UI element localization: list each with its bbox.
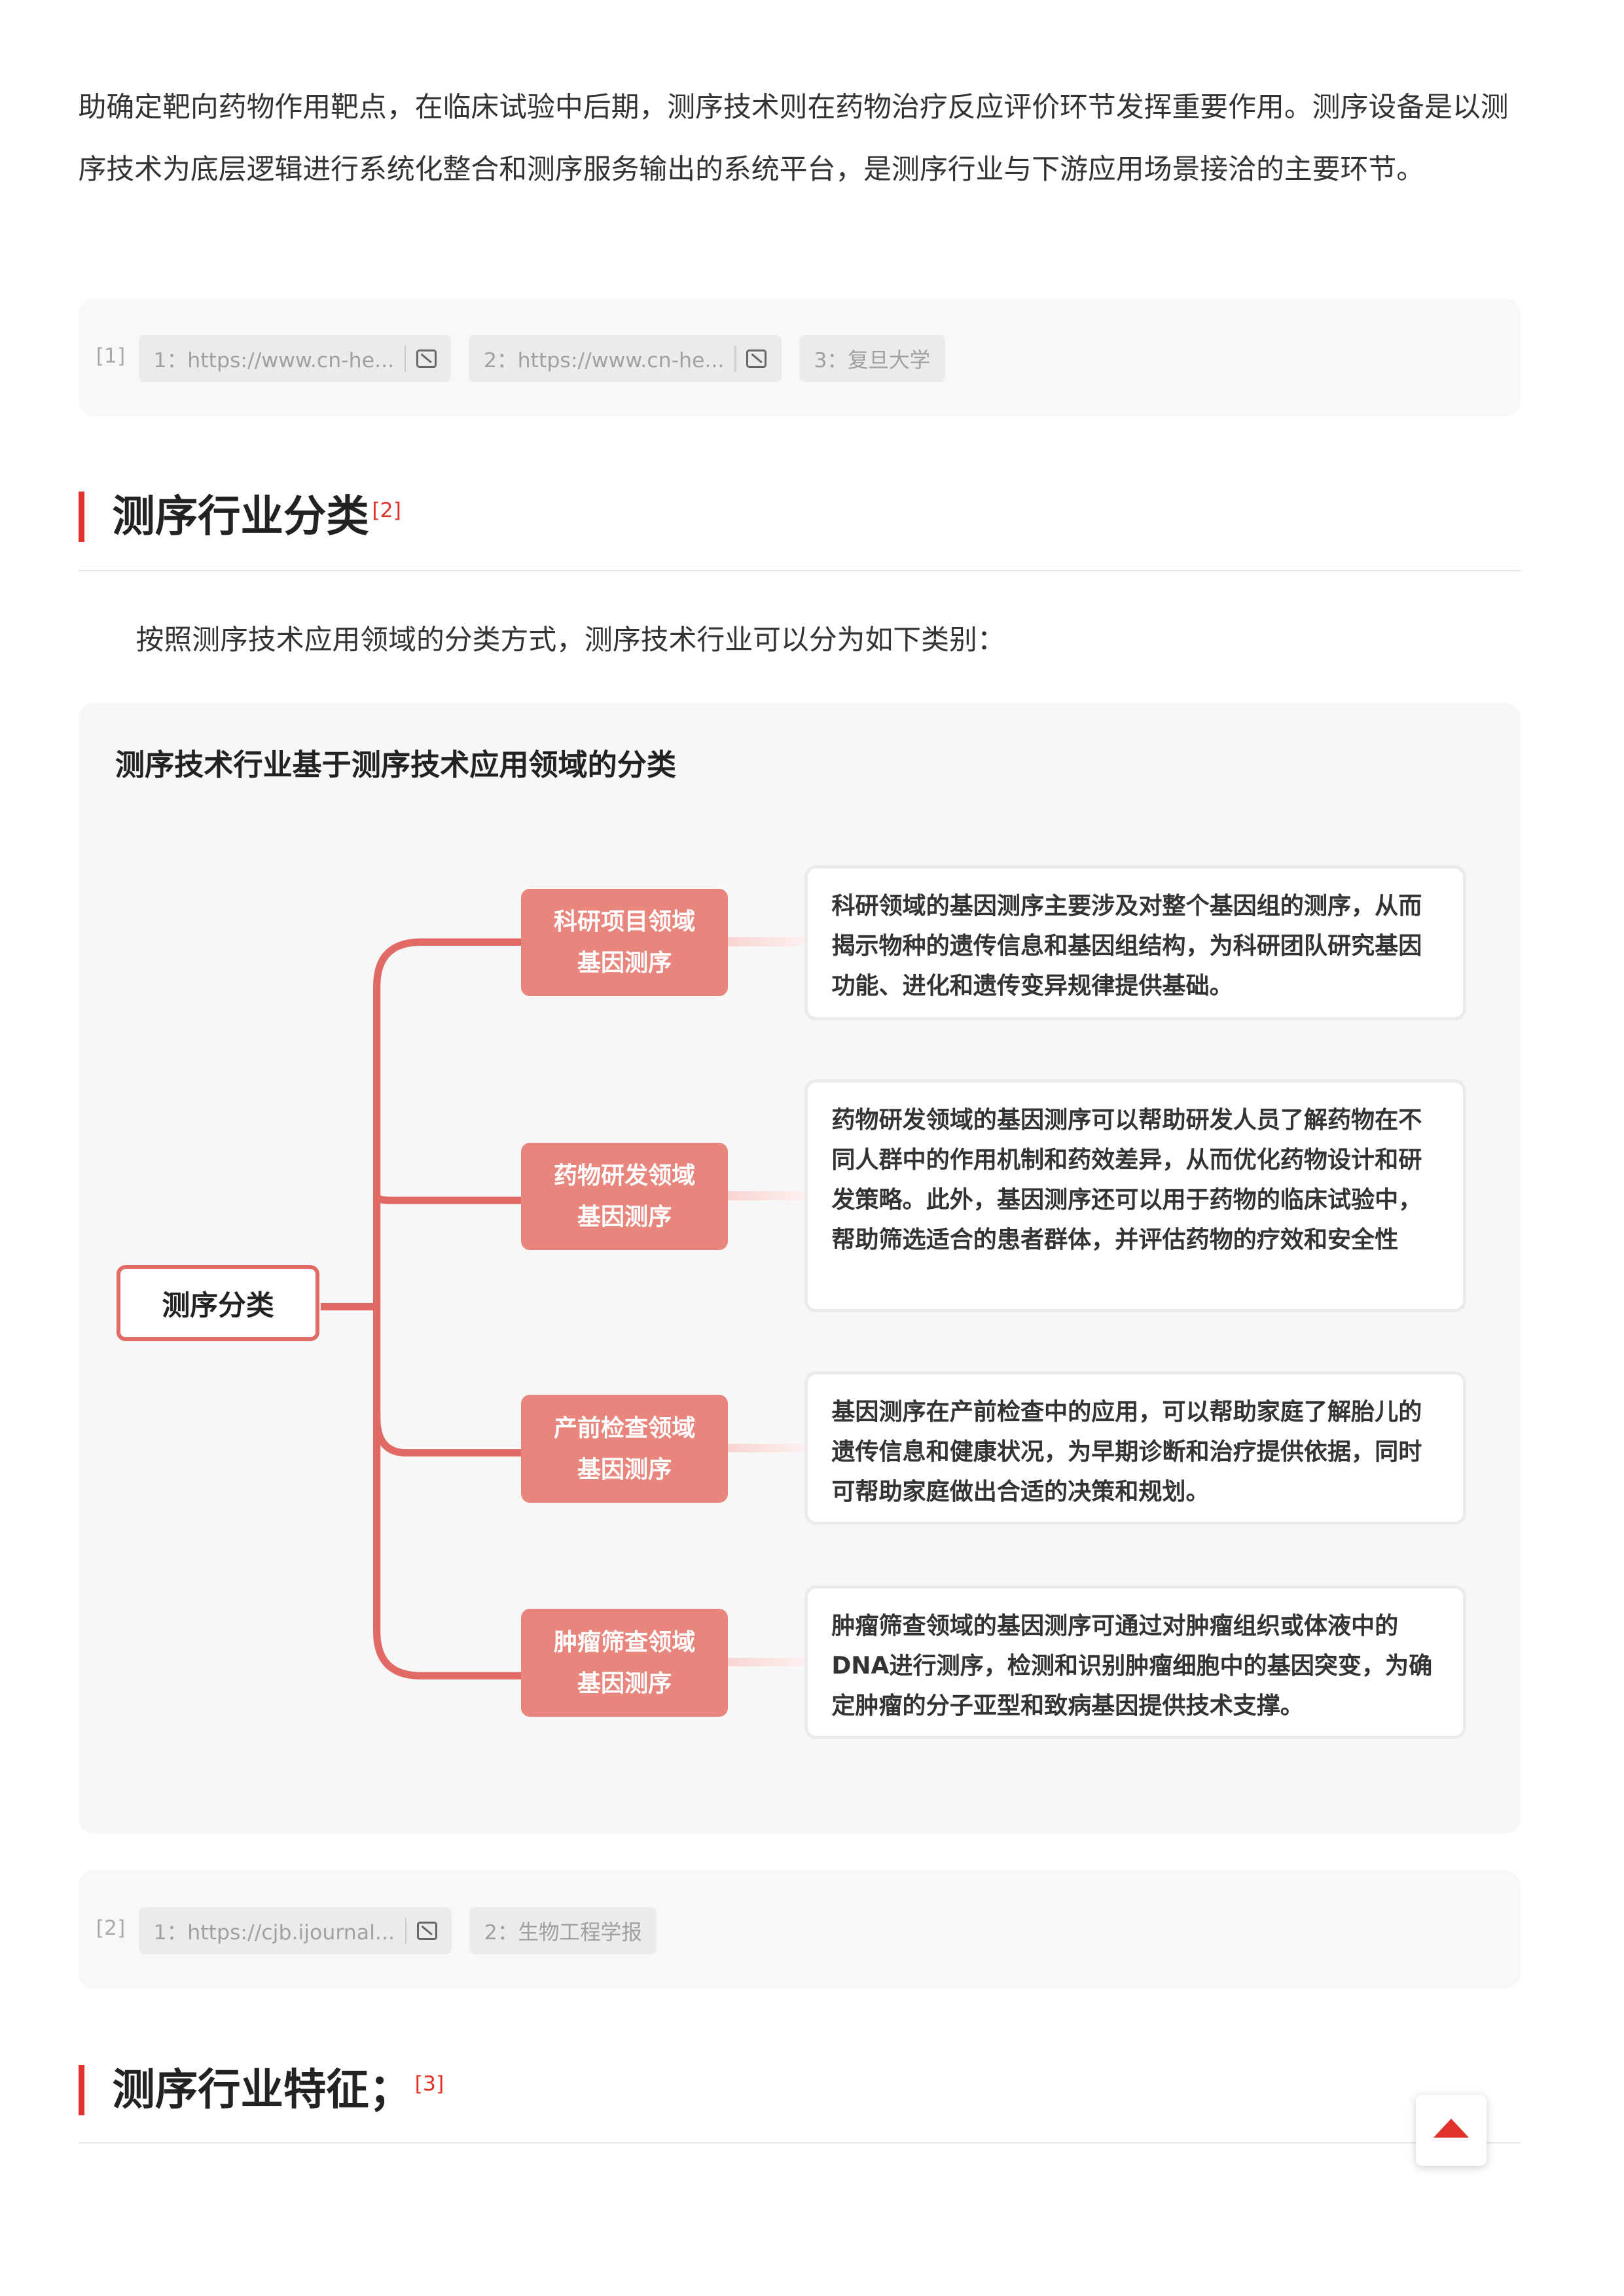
- section-heading-features: 测序行业特征；[3]: [78, 2065, 444, 2116]
- classification-diagram: 测序技术行业基于测序技术应用领域的分类 测序分类 科研项目领域基因测序 科研领域…: [78, 702, 1521, 1834]
- heading-text: 测序行业分类: [112, 492, 369, 542]
- diagram-title: 测序技术行业基于测序技术应用领域的分类: [115, 747, 676, 783]
- reference-text: 1：https://cjb.ijournal...: [153, 1921, 395, 1945]
- section-heading-classification: 测序行业分类[2]: [78, 492, 401, 542]
- branch-connector: [372, 1194, 522, 1204]
- reference-box-1: [1] 1：https://www.cn-he... 2：https://www…: [78, 298, 1521, 417]
- back-to-top-button[interactable]: [1416, 2094, 1487, 2166]
- citation-link[interactable]: [3]: [414, 2072, 444, 2096]
- reference-box-2: [2] 1：https://cjb.ijournal... 2：生物工程学报: [78, 1870, 1521, 1989]
- heading-text: 测序行业特征；: [112, 2065, 412, 2115]
- reference-link-2[interactable]: 2：生物工程学报: [469, 1907, 657, 1955]
- branch-trunk: [372, 938, 522, 1679]
- reference-link-3[interactable]: 3：复旦大学: [799, 334, 945, 383]
- branch-description: 肿瘤筛查领域的基因测序可通过对肿瘤组织或体液中的DNA进行测序，检测和识别肿瘤细…: [804, 1585, 1466, 1739]
- node-connector: [727, 1191, 805, 1200]
- reference-text: 2：https://www.cn-he...: [483, 349, 725, 373]
- image-icon: [416, 1921, 437, 1941]
- branch-node-research: 科研项目领域基因测序: [521, 888, 728, 997]
- reference-text: 1：https://www.cn-he...: [153, 349, 395, 373]
- image-icon: [416, 349, 437, 368]
- reference-label: [1]: [96, 344, 126, 368]
- branch-node-prenatal: 产前检查领域基因测序: [521, 1395, 728, 1503]
- branch-node-tumor: 肿瘤筛查领域基因测序: [521, 1609, 728, 1717]
- branch-connector: [372, 1417, 522, 1457]
- branch-description: 科研领域的基因测序主要涉及对整个基因组的测序，从而揭示物种的遗传信息和基因组结构…: [804, 865, 1466, 1020]
- branch-node-drug: 药物研发领域基因测序: [521, 1142, 728, 1251]
- tree-connectors: [320, 938, 522, 1679]
- reference-label: [2]: [96, 1916, 126, 1940]
- reference-text: 2：生物工程学报: [484, 1921, 642, 1945]
- arrow-up-icon: [1434, 2118, 1470, 2138]
- node-connector: [727, 937, 805, 946]
- intro-paragraph: 助确定靶向药物作用靶点，在临床试验中后期，测序技术则在药物治疗反应评价环节发挥重…: [78, 91, 1509, 187]
- root-node: 测序分类: [117, 1265, 319, 1341]
- divider: [78, 569, 1521, 571]
- branch-description: 基因测序在产前检查中的应用，可以帮助家庭了解胎儿的遗传信息和健康状况，为早期诊断…: [804, 1371, 1466, 1525]
- reference-link-2[interactable]: 2：https://www.cn-he...: [469, 334, 782, 383]
- image-icon: [746, 349, 767, 368]
- divider: [78, 2142, 1521, 2144]
- node-connector: [727, 1443, 805, 1453]
- citation-link[interactable]: [2]: [372, 499, 401, 523]
- section-intro: 按照测序技术应用领域的分类方式，测序技术行业可以分为如下类别：: [135, 623, 1005, 656]
- node-connector: [727, 1657, 805, 1667]
- reference-text: 3：复旦大学: [814, 349, 931, 373]
- reference-link-1[interactable]: 1：https://www.cn-he...: [139, 334, 452, 383]
- reference-link-1[interactable]: 1：https://cjb.ijournal...: [139, 1907, 452, 1955]
- branch-description: 药物研发领域的基因测序可以帮助研发人员了解药物在不同人群中的作用机制和药效差异，…: [804, 1079, 1466, 1313]
